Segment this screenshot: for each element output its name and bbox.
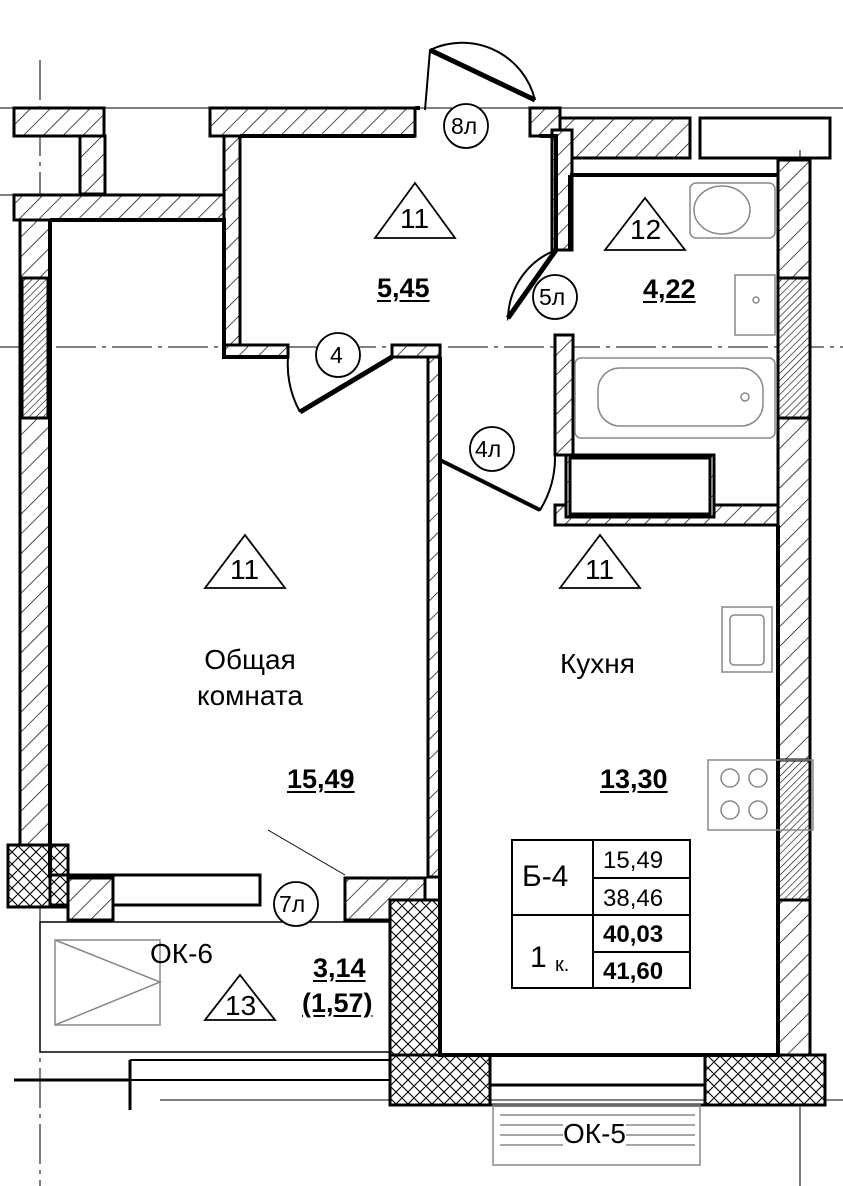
tri-loggia [203,973,277,1021]
kitchen-mark: 11 [585,554,615,585]
loggia [14,921,391,1110]
summary-block: Б-4 [522,860,569,893]
door-kitchen-label: 4л [475,436,502,462]
kitchen-area: 13,30 [600,764,668,794]
room-outlines [48,106,780,1057]
walls [6,106,832,1107]
door-bathroom-label: 5л [539,284,566,310]
hall-area: 5,45 [377,273,430,303]
loggia-mark: 13 [225,990,257,1021]
room-mark-triangles [203,181,687,1021]
door-living-label: 4 [330,342,343,368]
tri-hall [373,181,457,239]
window-ok5-label: ОК-5 [563,1118,626,1149]
window-ok6-label: ОК-6 [150,938,213,969]
living-name-line2: комната [197,680,303,711]
kitchen-name: Кухня [560,648,635,679]
summary-living-area: 15,49 [603,847,664,874]
summary-area-with-loggia: 40,03 [603,921,664,948]
hall-mark: 11 [400,203,430,234]
summary-rooms-count: 1 [530,941,547,974]
summary-area-full: 41,60 [603,958,664,985]
living-area: 15,49 [287,764,355,794]
summary-rooms-unit: к. [555,954,570,976]
bathroom-mark: 12 [630,214,662,245]
door-mark-circles [273,103,578,927]
living-room-name: Общая комната [170,642,330,714]
door-entrance-label: 8л [451,113,478,139]
tri-living [203,533,287,589]
summary-total-area: 38,46 [603,885,664,912]
summary-table-frame [511,839,691,989]
tri-kitchen [558,533,642,589]
living-mark: 11 [230,554,260,585]
fixtures [54,182,814,1026]
loggia-area: 3,14 [313,953,366,983]
bathroom-area: 4,22 [643,274,696,304]
loggia-area-reduced: (1,57) [302,988,373,1018]
living-name-line1: Общая [204,644,296,675]
door-loggia-label: 7л [279,891,306,917]
tri-bath [603,196,687,251]
door-swings [267,41,559,876]
